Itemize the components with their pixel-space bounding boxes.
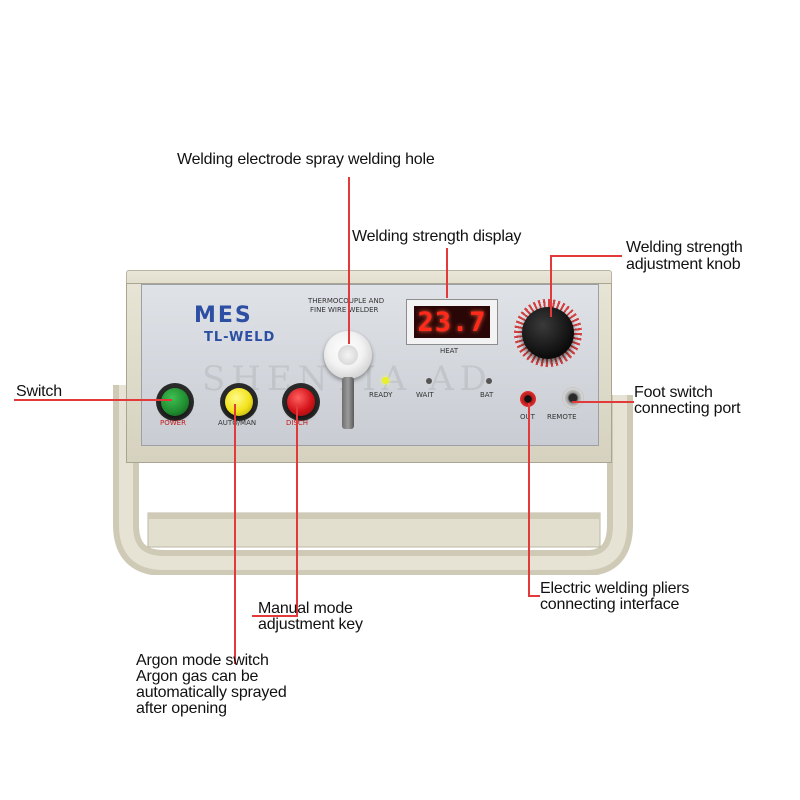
strength-knob[interactable] [522,307,574,359]
out-port[interactable] [520,391,536,407]
display-bezel: 23.7 [406,299,498,345]
out-label: OUT [520,413,535,421]
panel-caption-1: THERMOCOUPLE AND [308,297,385,305]
remote-port[interactable] [562,387,584,409]
callout-knob-2: adjustment knob [626,256,741,273]
power-label: POWER [160,419,186,427]
callout-pliers-1: Electric welding pliers [540,580,690,597]
callout-manual-2: adjustment key [258,616,363,633]
callout-foot-1: Foot switch [634,384,713,401]
callout-argon-3: automatically sprayed [136,684,287,701]
callout-pliers-2: connecting interface [540,596,680,613]
heat-value: 23.7 [417,307,487,338]
remote-label: REMOTE [547,413,577,421]
front-panel: MES TL-WELD SHENTIA AD THERMOCOUPLE AND … [141,284,599,446]
electrode-holder [342,377,354,429]
auto-man-label: AUTO/MAN [218,419,257,427]
leader-line-manual-v [296,404,298,617]
leader-line-switch [14,399,172,401]
brand-logo: MES [194,303,253,328]
callout-display: Welding strength display [352,228,522,245]
power-button[interactable] [161,388,189,416]
auto-man-button[interactable] [225,388,253,416]
callout-argon-2: Argon gas can be [136,668,259,685]
leader-line-knob-v [550,255,552,317]
heat-label: HEAT [440,347,459,355]
indicator-ready: READY [369,391,393,399]
leader-line-display [446,248,448,298]
disch-button[interactable] [287,388,315,416]
model-name: TL-WELD [204,330,276,345]
leader-line-argon [234,404,236,664]
indicator-wait: WAIT [416,391,434,399]
ready-led [382,377,389,384]
callout-argon-1: Argon mode switch [136,652,269,669]
carry-handle [113,385,633,575]
leader-line-foot-switch [572,401,634,403]
callout-switch: Switch [16,383,62,400]
callout-spray-hole: Welding electrode spray welding hole [177,151,435,168]
leader-line-knob-h [550,255,622,257]
heat-display: 23.7 [414,306,490,338]
callout-foot-2: connecting port [634,400,741,417]
bat-led [486,378,492,384]
wait-led [426,378,432,384]
leader-line-pliers-h [528,595,540,597]
leader-line-spray-hole [348,177,350,344]
leader-line-pliers-v [528,403,530,596]
leader-line-manual-h [252,615,298,617]
panel-caption-2: FINE WIRE WELDER [310,306,379,314]
callout-argon-4: after opening [136,700,227,717]
callout-knob-1: Welding strength [626,239,743,256]
callout-manual-1: Manual mode [258,600,353,617]
indicator-bat: BAT [480,391,494,399]
